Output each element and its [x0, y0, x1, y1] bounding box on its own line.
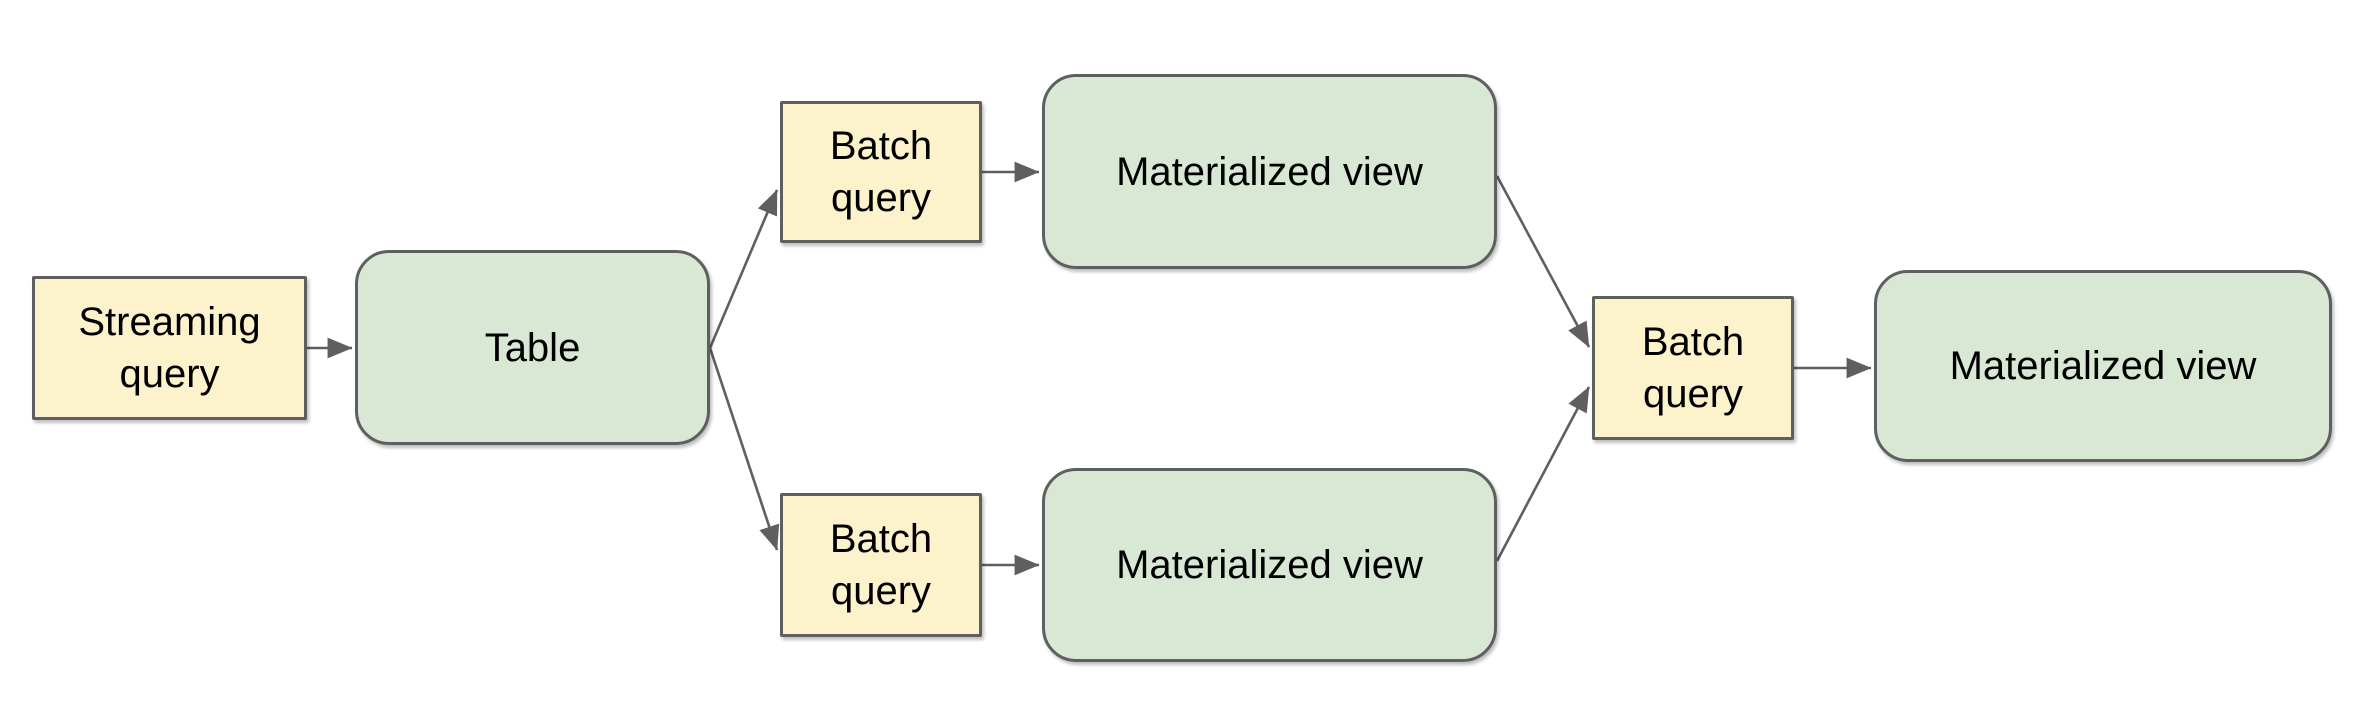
- edge-table-to-batch-query-bottom: [708, 347, 780, 551]
- node-label: Batch query: [829, 517, 933, 613]
- node-label: Batch query: [1641, 320, 1745, 416]
- node-batch-query-top: Batch query: [780, 101, 982, 243]
- edge-materialized-view-bottom-to-batch-query-right: [1495, 386, 1591, 562]
- node-batch-query-right: Batch query: [1592, 296, 1794, 440]
- node-batch-query-bottom: Batch query: [780, 493, 982, 637]
- node-streaming-query: Streaming query: [32, 276, 307, 420]
- edge-materialized-view-top-to-batch-query-right: [1495, 175, 1591, 348]
- node-materialized-view-bottom: Materialized view: [1042, 468, 1497, 662]
- node-materialized-view-top: Materialized view: [1042, 74, 1497, 269]
- node-table: Table: [355, 250, 710, 445]
- node-label: Streaming query: [78, 300, 261, 396]
- node-label: Materialized view: [1116, 149, 1423, 194]
- node-label: Materialized view: [1116, 543, 1423, 587]
- node-label: Batch query: [829, 124, 933, 220]
- node-label: Materialized view: [1949, 344, 2257, 388]
- edge-table-to-batch-query-top: [708, 189, 779, 349]
- node-label: Table: [484, 325, 581, 370]
- node-materialized-view-right: Materialized view: [1874, 270, 2332, 462]
